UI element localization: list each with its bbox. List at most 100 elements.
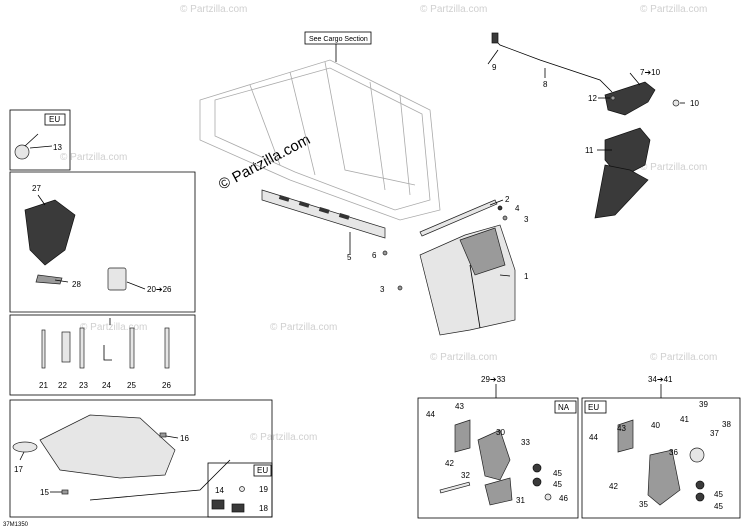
part-36-ball [689, 447, 705, 463]
region-label-eu: EU [257, 466, 268, 475]
part-11-housing [604, 127, 651, 179]
part-16-decal [159, 432, 167, 438]
callout-33: 33 [521, 438, 530, 447]
part-22-tool [61, 331, 71, 363]
part-18-plate [231, 503, 245, 513]
part-42-bracket [454, 419, 471, 453]
part-20-container [107, 267, 127, 291]
part-3-screw [397, 285, 403, 291]
part-9-connector [491, 32, 499, 44]
part-45-nut [532, 477, 542, 487]
slot [338, 212, 350, 220]
mudflap-edge [469, 264, 481, 329]
callout-41: 41 [680, 415, 689, 424]
callout-10: 10 [690, 99, 699, 108]
cargo-rack [199, 59, 441, 221]
callout-3: 3 [380, 285, 385, 294]
watermark: © Partzilla.com [270, 322, 337, 333]
part-23-wrench [79, 327, 85, 369]
part-13-mirror [14, 144, 30, 160]
callout-37: 37 [710, 429, 719, 438]
eu-mirror-box [9, 109, 71, 171]
callout-45: 45 [553, 469, 562, 478]
sled-box [9, 399, 273, 518]
watermark: © Partzilla.com [420, 4, 487, 15]
part-19-rivet [239, 486, 245, 492]
part-46-nut [544, 493, 552, 501]
part-4-washer [497, 205, 503, 211]
watermark: © Partzilla.com [180, 4, 247, 15]
callout-5: 5 [347, 253, 352, 262]
callout-38: 38 [722, 420, 731, 429]
callout-36: 36 [669, 448, 678, 457]
part-7-taillight [604, 81, 656, 116]
part-31-plate [484, 477, 513, 506]
cargo-section-label: See Cargo Section [309, 36, 368, 43]
callout-44: 44 [426, 410, 435, 419]
eu-label-box [253, 464, 272, 477]
part-45-nut [695, 492, 705, 502]
watermark-main: © Partzilla.com [216, 131, 313, 193]
snowmobile-body [39, 414, 176, 479]
region-label-eu: EU [588, 403, 599, 412]
part-3-screw [502, 215, 508, 221]
callout-32: 32 [461, 471, 470, 480]
callout-45: 45 [714, 502, 723, 511]
watermark: © Partzilla.com [80, 322, 147, 333]
slot [318, 206, 330, 214]
callout-26: 26 [162, 381, 171, 390]
part-2-strip [419, 199, 498, 237]
slot [298, 201, 310, 208]
callout-29-33: 29➔33 [481, 375, 506, 384]
leader-lines [19, 49, 685, 493]
watermark: © Partzilla.com [250, 432, 317, 443]
callout-14: 14 [215, 486, 224, 495]
callout-9: 9 [492, 63, 497, 72]
part-26-wrench [164, 327, 170, 369]
part-14-plate [211, 499, 225, 510]
callout-28: 28 [72, 280, 81, 289]
callout-22: 22 [58, 381, 67, 390]
callout-4: 4 [515, 204, 520, 213]
callout-12: 12 [588, 94, 597, 103]
callout-6: 6 [372, 251, 377, 260]
slot [278, 195, 290, 202]
callout-46: 46 [559, 494, 568, 503]
mirror-stem [24, 133, 39, 147]
callout-19: 19 [259, 485, 268, 494]
part-10-bulb [672, 99, 680, 107]
callout-20-26: 20➔26 [147, 285, 172, 294]
callout-27: 27 [32, 184, 41, 193]
watermark: © Partzilla.com [640, 162, 707, 173]
eu-label-box [584, 400, 607, 414]
part-30-hitch [477, 429, 511, 481]
callout-21: 21 [39, 381, 48, 390]
callout-16: 16 [180, 434, 189, 443]
part-27-bag [24, 199, 76, 266]
callout-45: 45 [714, 490, 723, 499]
part-42-bracket [617, 419, 634, 453]
callout-11: 11 [585, 146, 594, 155]
part-8-cable [494, 39, 613, 93]
part-25-wrench [129, 327, 135, 369]
part-35-hitch [647, 449, 681, 506]
watermark-layer: © Partzilla.com © Partzilla.com © Partzi… [60, 4, 717, 443]
callouts: 1 2 3 3 4 5 6 7➔10 8 9 10 11 12 13 14 15… [14, 63, 731, 513]
region-label-eu: EU [49, 115, 60, 124]
mudflap-rib [459, 227, 506, 276]
callout-18: 18 [259, 504, 268, 513]
callout-1: 1 [524, 272, 529, 281]
callout-42: 42 [445, 459, 454, 468]
callout-42: 42 [609, 482, 618, 491]
callout-25: 25 [127, 381, 136, 390]
callout-40: 40 [651, 421, 660, 430]
part-21-tool [41, 329, 46, 369]
callout-24: 24 [102, 381, 111, 390]
na-hitch-box [417, 397, 579, 519]
part-45-nut [532, 463, 542, 473]
callout-8: 8 [543, 80, 548, 89]
cargo-section-box [304, 31, 372, 45]
callout-44: 44 [589, 433, 598, 442]
callout-2: 2 [505, 195, 510, 204]
